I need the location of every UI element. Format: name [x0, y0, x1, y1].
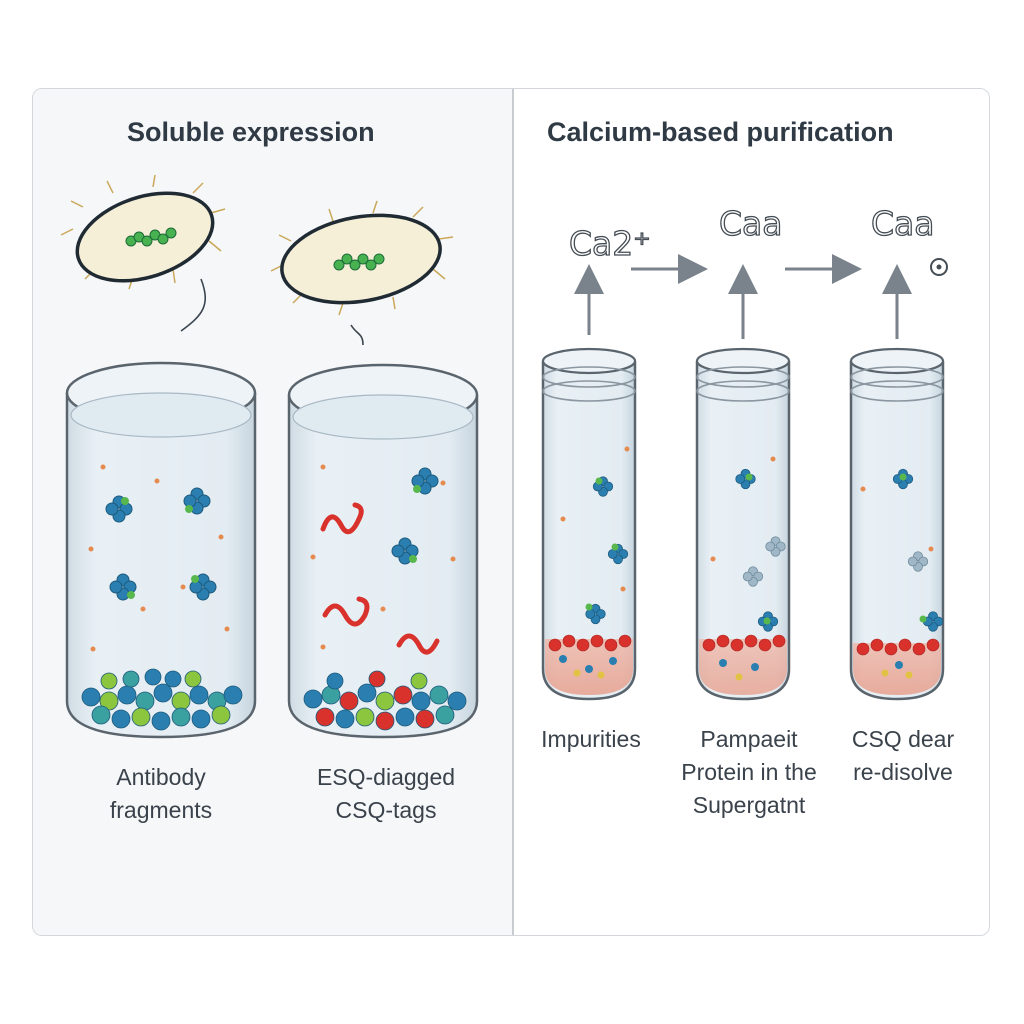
test-tube-supernatant — [695, 347, 791, 701]
figure-frame: Ca2⁺ Caa Caa — [32, 88, 990, 936]
calcium-purification-title: Calcium-based purification — [547, 117, 894, 147]
antibody-fragments-label: Antibody fragments — [109, 764, 213, 823]
illustration-canvas: Ca2⁺ Caa Caa — [60, 174, 948, 739]
test-tube-impurities — [541, 347, 637, 701]
impurities-label: Impurities — [541, 726, 641, 752]
connector-line — [180, 278, 206, 332]
soluble-expression-title: Soluble expression — [127, 117, 375, 147]
panel-divider — [512, 89, 514, 935]
calcium-ion-label-3: Caa — [871, 204, 935, 243]
calcium-ion-icon — [930, 258, 948, 276]
bacterium-cell-1 — [60, 174, 226, 290]
arrow-group — [574, 254, 912, 339]
supernatant-label: Pampaeit Protein in the Supergatnt — [681, 726, 817, 818]
csq-tags-label: ESQ-diagged CSQ-tags — [316, 764, 456, 823]
calcium-ion-icon-core — [936, 264, 942, 270]
calcium-ion-label-1: Ca2⁺ — [569, 224, 651, 263]
beaker-antibody-fragments — [65, 361, 257, 739]
test-tube-csq-redissolve — [849, 347, 945, 701]
csq-redissolve-label: CSQ dear re-disolve — [851, 726, 955, 785]
bacterium-cell-2 — [270, 200, 454, 316]
calcium-ion-label-2: Caa — [719, 204, 783, 243]
connector-line — [350, 324, 364, 346]
beaker-csq-tags — [287, 363, 479, 739]
